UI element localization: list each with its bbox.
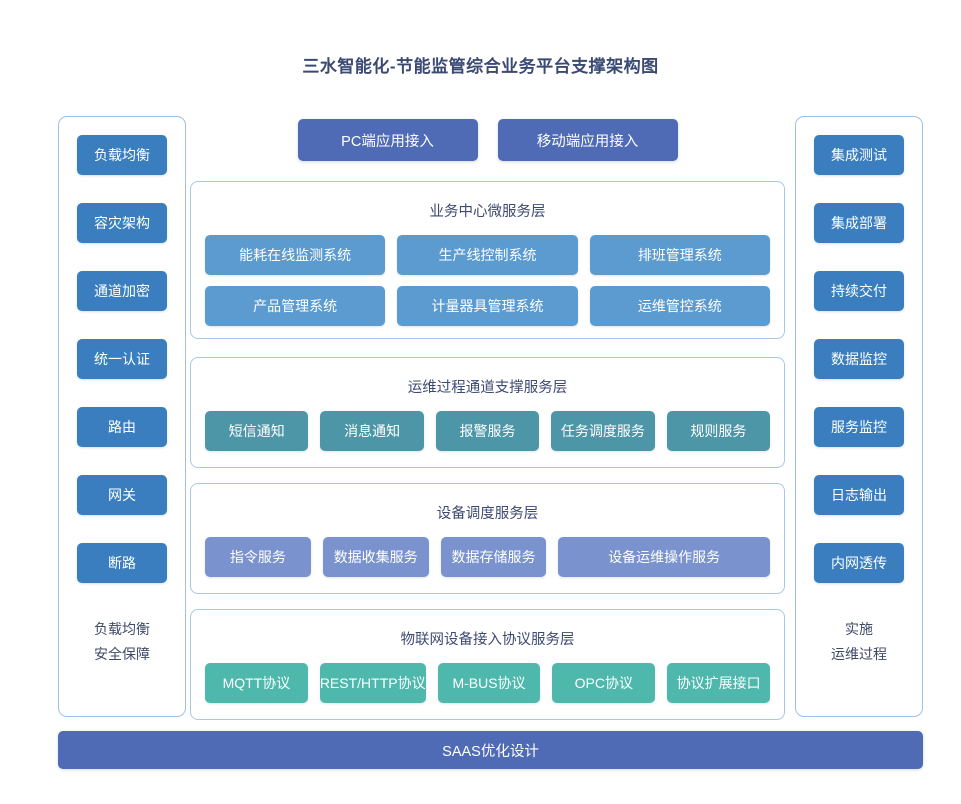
right-column-footer-line-2: 运维过程 (831, 646, 887, 662)
sidebar-item-integration-deploy[interactable]: 集成部署 (814, 203, 904, 243)
saas-optimization-bar[interactable]: SAAS优化设计 (58, 731, 923, 769)
right-column-footer-line-1: 实施 (845, 621, 873, 637)
service-sms-notification[interactable]: 短信通知 (205, 411, 309, 451)
layer-title-business: 业务中心微服务层 (429, 204, 546, 220)
service-production-line-control[interactable]: 生产线控制系统 (397, 235, 578, 275)
layer-business-microservices: 业务中心微服务层 能耗在线监测系统 生产线控制系统 排班管理系统 产品管理系统 … (190, 181, 785, 339)
service-rule-engine[interactable]: 规则服务 (666, 411, 771, 451)
left-column-footer: 负载均衡 安全保障 (94, 617, 150, 667)
left-capability-column: 负载均衡 容灾架构 通道加密 统一认证 路由 网关 断路 负载均衡 安全保障 (58, 116, 186, 717)
service-data-storage[interactable]: 数据存储服务 (440, 537, 547, 577)
left-column-footer-line-2: 安全保障 (94, 646, 150, 662)
service-data-collection[interactable]: 数据收集服务 (322, 537, 429, 577)
right-capability-column: 集成测试 集成部署 持续交付 数据监控 服务监控 日志输出 内网透传 实施 运维… (795, 116, 923, 717)
service-command[interactable]: 指令服务 (205, 537, 311, 577)
layer-title-iot: 物联网设备接入协议服务层 (400, 632, 575, 648)
sidebar-item-routing[interactable]: 路由 (77, 407, 167, 447)
sidebar-item-channel-encryption[interactable]: 通道加密 (77, 271, 167, 311)
sidebar-item-continuous-delivery[interactable]: 持续交付 (814, 271, 904, 311)
service-alarm[interactable]: 报警服务 (435, 411, 540, 451)
layer-device-row-1: 指令服务 数据收集服务 数据存储服务 设备运维操作服务 (205, 537, 770, 577)
layer-iot-protocol-access: 物联网设备接入协议服务层 MQTT协议 REST/HTTP协议 M-BUS协议 … (190, 609, 785, 720)
service-device-ops-operation[interactable]: 设备运维操作服务 (558, 537, 770, 577)
service-message-notification[interactable]: 消息通知 (320, 411, 424, 451)
layer-title-device: 设备调度服务层 (436, 506, 539, 522)
right-column-footer: 实施 运维过程 (831, 617, 887, 667)
protocol-rest-http[interactable]: REST/HTTP协议 (319, 663, 426, 703)
access-button-mobile[interactable]: 移动端应用接入 (497, 119, 678, 161)
layer-ops-channel-support: 运维过程通道支撑服务层 短信通知 消息通知 报警服务 任务调度服务 规则服务 (190, 357, 785, 468)
left-column-footer-line-1: 负载均衡 (94, 621, 150, 637)
layer-device-scheduling: 设备调度服务层 指令服务 数据收集服务 数据存储服务 设备运维操作服务 (190, 483, 785, 594)
layer-iot-row-1: MQTT协议 REST/HTTP协议 M-BUS协议 OPC协议 协议扩展接口 (205, 663, 771, 703)
sidebar-item-service-monitoring[interactable]: 服务监控 (814, 407, 904, 447)
service-metering-device-management[interactable]: 计量器具管理系统 (397, 286, 578, 326)
sidebar-item-gateway[interactable]: 网关 (77, 475, 167, 515)
service-ops-control[interactable]: 运维管控系统 (589, 286, 770, 326)
sidebar-item-integration-test[interactable]: 集成测试 (814, 135, 904, 175)
protocol-opc[interactable]: OPC协议 (552, 663, 656, 703)
service-product-management[interactable]: 产品管理系统 (205, 286, 386, 326)
sidebar-item-disaster-recovery[interactable]: 容灾架构 (77, 203, 167, 243)
access-button-pc[interactable]: PC端应用接入 (297, 119, 478, 161)
layer-business-row-2: 产品管理系统 计量器具管理系统 运维管控系统 (205, 286, 770, 326)
sidebar-item-load-balance[interactable]: 负载均衡 (77, 135, 167, 175)
page-title: 三水智能化-节能监管综合业务平台支撑架构图 (302, 57, 659, 76)
sidebar-item-circuit-breaker[interactable]: 断路 (77, 543, 167, 583)
service-shift-scheduling[interactable]: 排班管理系统 (589, 235, 770, 275)
protocol-extension-interface[interactable]: 协议扩展接口 (667, 663, 771, 703)
layer-business-row-1: 能耗在线监测系统 生产线控制系统 排班管理系统 (205, 235, 770, 275)
sidebar-item-log-output[interactable]: 日志输出 (814, 475, 904, 515)
protocol-mbus[interactable]: M-BUS协议 (437, 663, 541, 703)
layer-ops-row-1: 短信通知 消息通知 报警服务 任务调度服务 规则服务 (205, 411, 771, 451)
sidebar-item-data-monitoring[interactable]: 数据监控 (814, 339, 904, 379)
service-energy-online-monitoring[interactable]: 能耗在线监测系统 (205, 235, 386, 275)
sidebar-item-intranet-tunneling[interactable]: 内网透传 (814, 543, 904, 583)
protocol-mqtt[interactable]: MQTT协议 (205, 663, 308, 703)
service-task-scheduling[interactable]: 任务调度服务 (551, 411, 655, 451)
application-access-row: PC端应用接入 移动端应用接入 (190, 119, 785, 161)
layer-title-ops: 运维过程通道支撑服务层 (407, 380, 568, 396)
sidebar-item-unified-auth[interactable]: 统一认证 (77, 339, 167, 379)
